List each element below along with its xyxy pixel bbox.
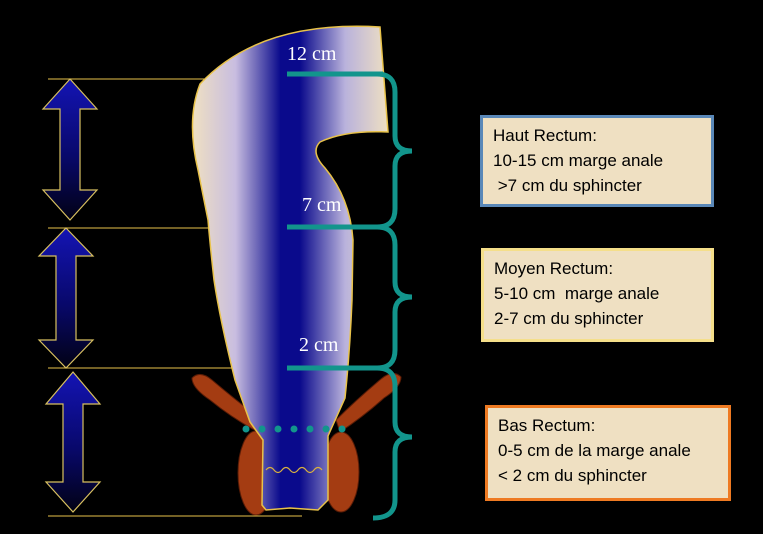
curly-brace-icon [376,224,413,371]
double-headed-vertical-arrow-icon [37,227,95,369]
level-label-12cm: 12 cm [287,43,337,65]
rectum-body [191,25,389,511]
haut-rectum-box: Haut Rectum: 10-15 cm marge anale >7 cm … [480,115,714,207]
level-label-2cm: 2 cm [299,334,339,356]
curly-brace-icon [372,365,413,521]
double-headed-vertical-arrow-icon [44,371,102,513]
moyen-rectum-title: Moyen Rectum: [494,259,614,278]
haut-rectum-title: Haut Rectum: [493,126,597,145]
moyen-rectum-box: Moyen Rectum: 5-10 cm marge anale 2-7 cm… [481,248,714,342]
anorectal-junction-dots [242,425,346,433]
dentate-line [265,466,323,474]
double-headed-vertical-arrow-icon [41,78,99,221]
moyen-rectum-sphincter: 2-7 cm du sphincter [494,309,644,328]
moyen-rectum-margin: 5-10 cm marge anale [494,284,660,303]
bas-rectum-margin: 0-5 cm de la marge anale [498,441,691,460]
level-label-7cm: 7 cm [302,194,342,216]
haut-rectum-margin: 10-15 cm marge anale [493,151,664,170]
bas-rectum-sphincter: < 2 cm du sphincter [498,466,647,485]
levator-right [335,373,402,433]
bas-rectum-title: Bas Rectum: [498,416,596,435]
haut-rectum-sphincter: >7 cm du sphincter [493,176,642,195]
level-brackets [287,71,413,521]
curly-brace-icon [376,71,413,230]
bas-rectum-box: Bas Rectum: 0-5 cm de la marge anale < 2… [485,405,731,501]
